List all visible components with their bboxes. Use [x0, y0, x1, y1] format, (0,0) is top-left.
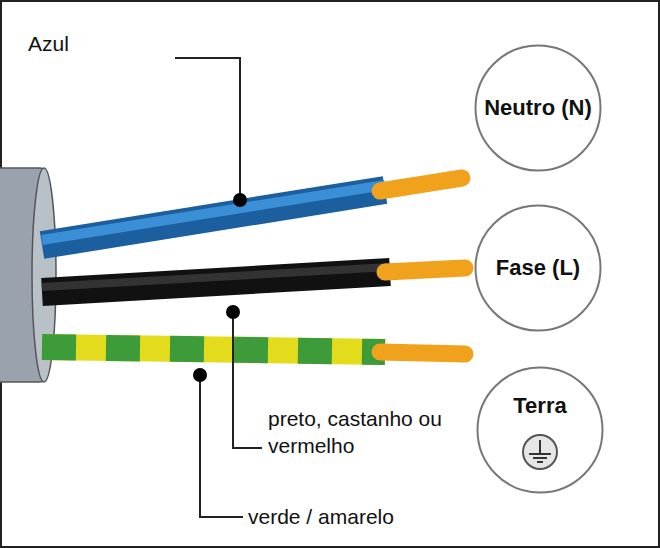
circle-label: Neutro (N)	[483, 92, 593, 124]
ground-stroke	[533, 457, 547, 459]
wire-circle: Terra	[476, 366, 604, 494]
ground-stroke	[529, 453, 551, 455]
ground-symbol	[523, 435, 557, 469]
wire-color-label: verde / amarelo	[248, 503, 448, 530]
wire-circle: Fase (L)	[474, 204, 602, 332]
circle-shape	[476, 46, 601, 171]
circle-shape	[476, 206, 601, 331]
wire-color-label: Azul	[28, 30, 168, 57]
circle-text-wrap: Terra	[485, 390, 595, 422]
wire-color-label: preto, castanho ou vermelho	[268, 405, 468, 460]
ground-ring	[523, 435, 557, 469]
circle-text-wrap: Fase (L)	[483, 252, 593, 284]
circle-label: Fase (L)	[483, 252, 593, 284]
circle-outline	[476, 366, 604, 494]
ground-stroke	[539, 440, 541, 454]
circle-shape	[478, 368, 603, 493]
wire-circle: Neutro (N)	[474, 44, 602, 172]
circle-label: Terra	[485, 390, 595, 422]
circle-text-wrap: Neutro (N)	[483, 92, 593, 124]
ground-stroke	[537, 461, 543, 463]
